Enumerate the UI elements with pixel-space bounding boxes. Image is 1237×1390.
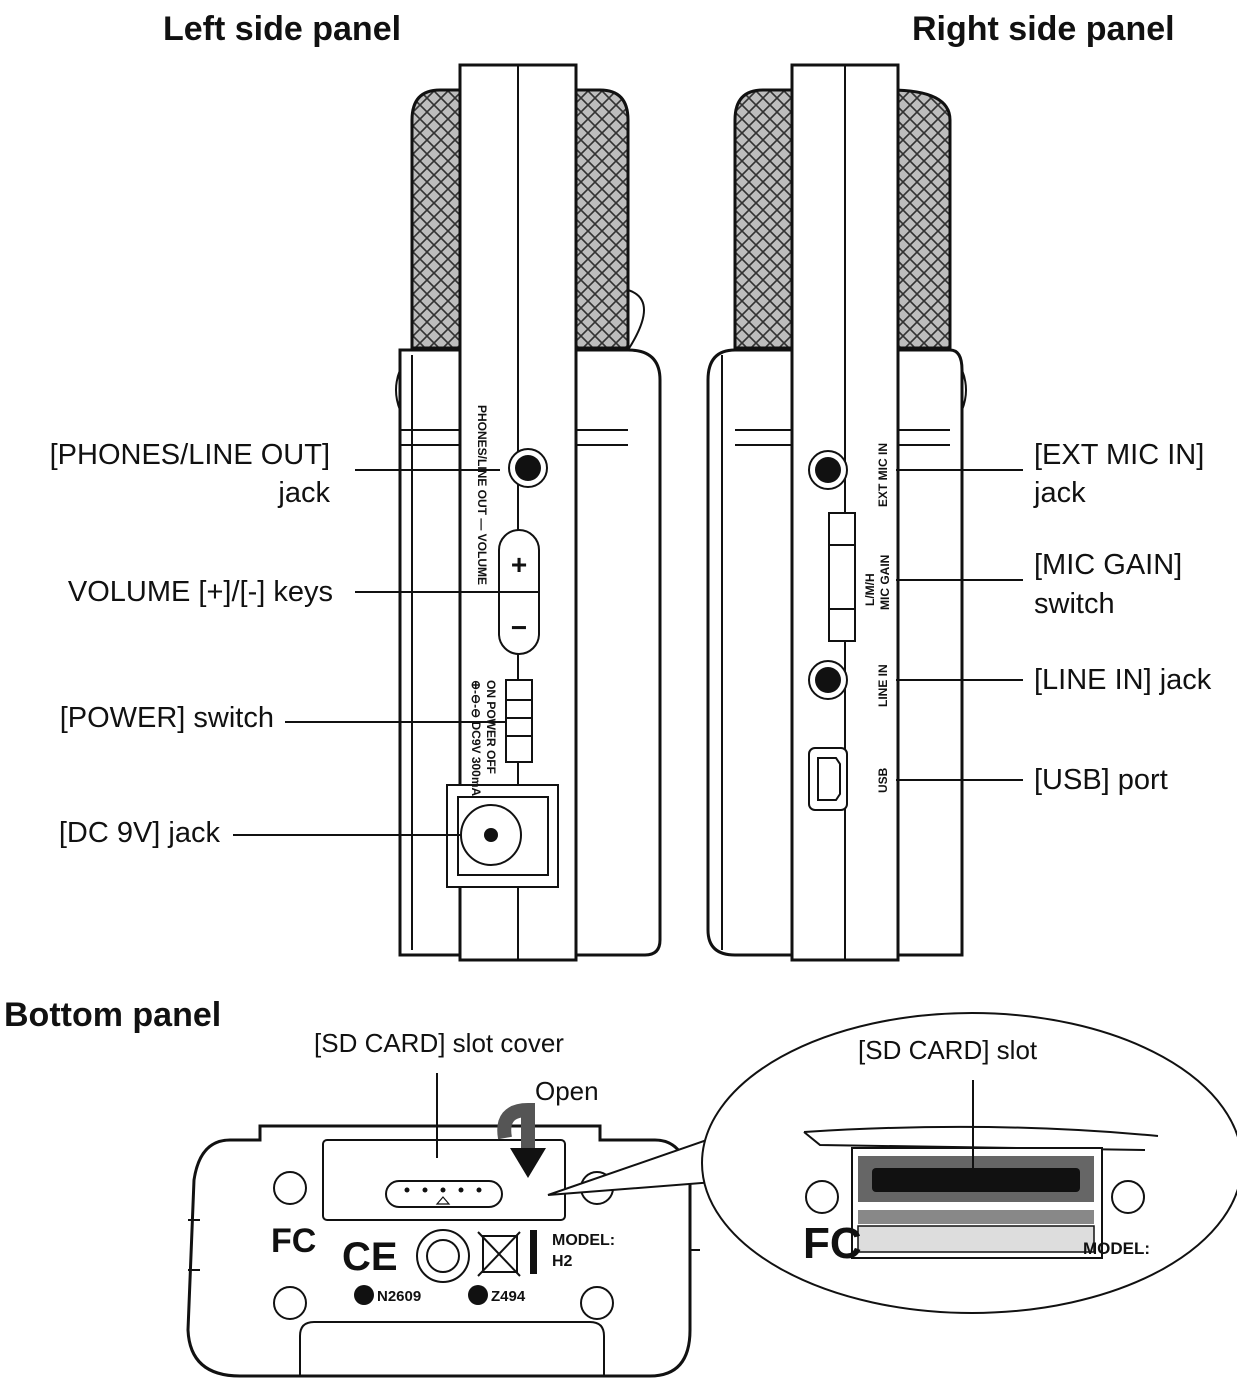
open-label: Open <box>535 1076 599 1106</box>
sd-slot-zoom-callout: FC MODEL: <box>547 1012 1237 1314</box>
left-side-device: + − PHONES/LINE OUT — VOLUME ON POWER OF… <box>395 63 662 962</box>
open-arrow-head-icon <box>510 1148 546 1178</box>
fcc-mark: FC <box>271 1222 316 1260</box>
screw-hole <box>580 1286 614 1320</box>
power-switch[interactable] <box>505 679 533 763</box>
line-in-print: LINE IN <box>876 664 890 707</box>
screw-hole <box>273 1171 307 1205</box>
phones-callout-label-jack: jack <box>277 477 330 509</box>
open-arrow-icon <box>497 1102 535 1150</box>
mic-gain-print: MIC GAIN <box>878 555 892 610</box>
c-tick-icon <box>468 1285 488 1305</box>
left-mic-grille-front <box>566 88 630 350</box>
volume-callout-label: VOLUME [+]/[-] keys <box>68 576 333 608</box>
screw-hole <box>805 1180 839 1214</box>
mic-gain-callout-label: [MIC GAIN] <box>1034 549 1182 581</box>
power-callout-label: [POWER] switch <box>60 702 274 734</box>
mic-gain-callout-label-switch: switch <box>1034 588 1115 620</box>
usb-print: USB <box>876 767 890 793</box>
ext-mic-in-print: EXT MIC IN <box>876 443 890 507</box>
cert-1-print: N2609 <box>377 1288 421 1305</box>
zoom-model-print: MODEL: <box>1083 1239 1150 1258</box>
right-mic-grille-back <box>733 88 797 350</box>
phones-jack-hole-icon <box>515 455 541 481</box>
bottom-device: FC CE MODEL: H2 N2609 Z494 <box>186 1102 700 1378</box>
volume-plus-key[interactable]: + <box>511 549 527 580</box>
zoom-fcc-mark: FC <box>803 1219 862 1268</box>
line-in-callout-label: [LINE IN] jack <box>1034 664 1212 696</box>
weee-bin-icon <box>477 1231 521 1277</box>
left-callouts: [PHONES/LINE OUT] jack VOLUME [+]/[-] ke… <box>50 439 506 849</box>
model-label-print: MODEL: <box>552 1232 615 1249</box>
bottom-panel-heading: Bottom panel <box>4 996 221 1034</box>
phones-callout-label: [PHONES/LINE OUT] <box>50 439 330 471</box>
sd-cover-callout-label: [SD CARD] slot cover <box>314 1028 564 1058</box>
bottom-callouts: [SD CARD] slot cover Open [SD CARD] slot <box>314 1028 1038 1182</box>
model-value-print: H2 <box>552 1253 573 1270</box>
sd-slot-callout-label: [SD CARD] slot <box>858 1035 1038 1065</box>
slot-cover-grip <box>385 1180 503 1208</box>
right-side-device: EXT MIC IN L/M/H MIC GAIN LINE IN USB <box>706 63 967 962</box>
right-panel-heading: Right side panel <box>912 10 1175 48</box>
left-panel-heading: Left side panel <box>163 10 401 48</box>
right-callouts: [EXT MIC IN] jack [MIC GAIN] switch [LIN… <box>896 439 1212 796</box>
ext-mic-callout-label: [EXT MIC IN] <box>1034 439 1204 471</box>
usb-callout-label: [USB] port <box>1034 764 1168 796</box>
lmh-print: L/M/H <box>863 573 877 606</box>
screw-hole <box>1111 1180 1145 1214</box>
power-on-off-print: ON POWER OFF <box>484 680 498 774</box>
ext-mic-callout-label-jack: jack <box>1033 477 1086 509</box>
volume-minus-key[interactable]: − <box>511 612 527 643</box>
ce-mark: CE <box>342 1235 398 1279</box>
dc-rating-print: ⊕-⊖-⊖ DC9V 300mA <box>469 680 483 797</box>
cert-2-print: Z494 <box>491 1288 526 1305</box>
c-tick-icon <box>354 1285 374 1305</box>
phones-volume-print: PHONES/LINE OUT — VOLUME <box>475 405 489 585</box>
dc-callout-label: [DC 9V] jack <box>59 817 221 849</box>
screw-hole <box>273 1286 307 1320</box>
